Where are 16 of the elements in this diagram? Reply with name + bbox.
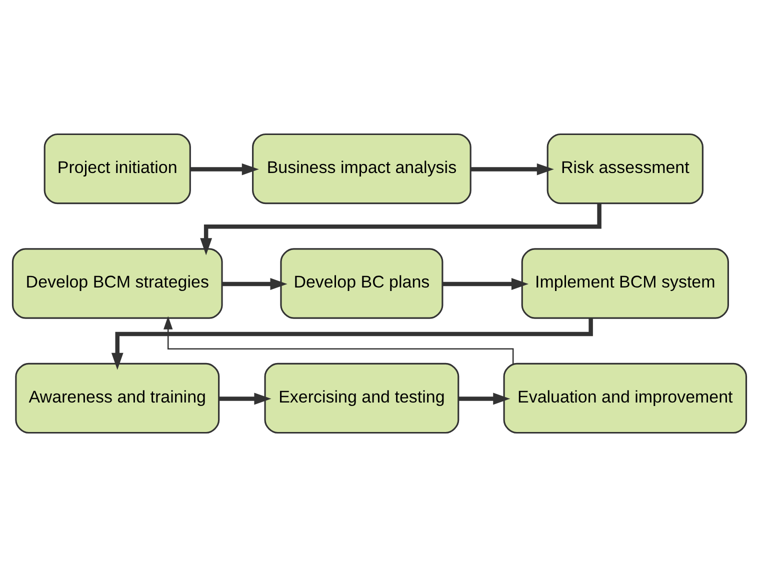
node-box: Evaluation and improvement [503,362,748,434]
node-box: Develop BCM strategies [12,248,223,319]
arrow [458,392,510,405]
arrow [222,278,288,290]
node-box: Project initiation [44,133,191,204]
arrow [190,163,259,176]
node-box: Implement BCM system [521,248,729,319]
node-box: Exercising and testing [264,362,460,434]
arrow [111,318,593,370]
node-box: Business impact analysis [252,133,472,204]
node-box: Awareness and training [15,362,220,434]
arrow [470,163,554,176]
node-box: Develop BC plans [280,248,444,319]
arrow [218,392,272,405]
arrow [442,278,529,290]
node-box: Risk assessment [546,133,704,204]
